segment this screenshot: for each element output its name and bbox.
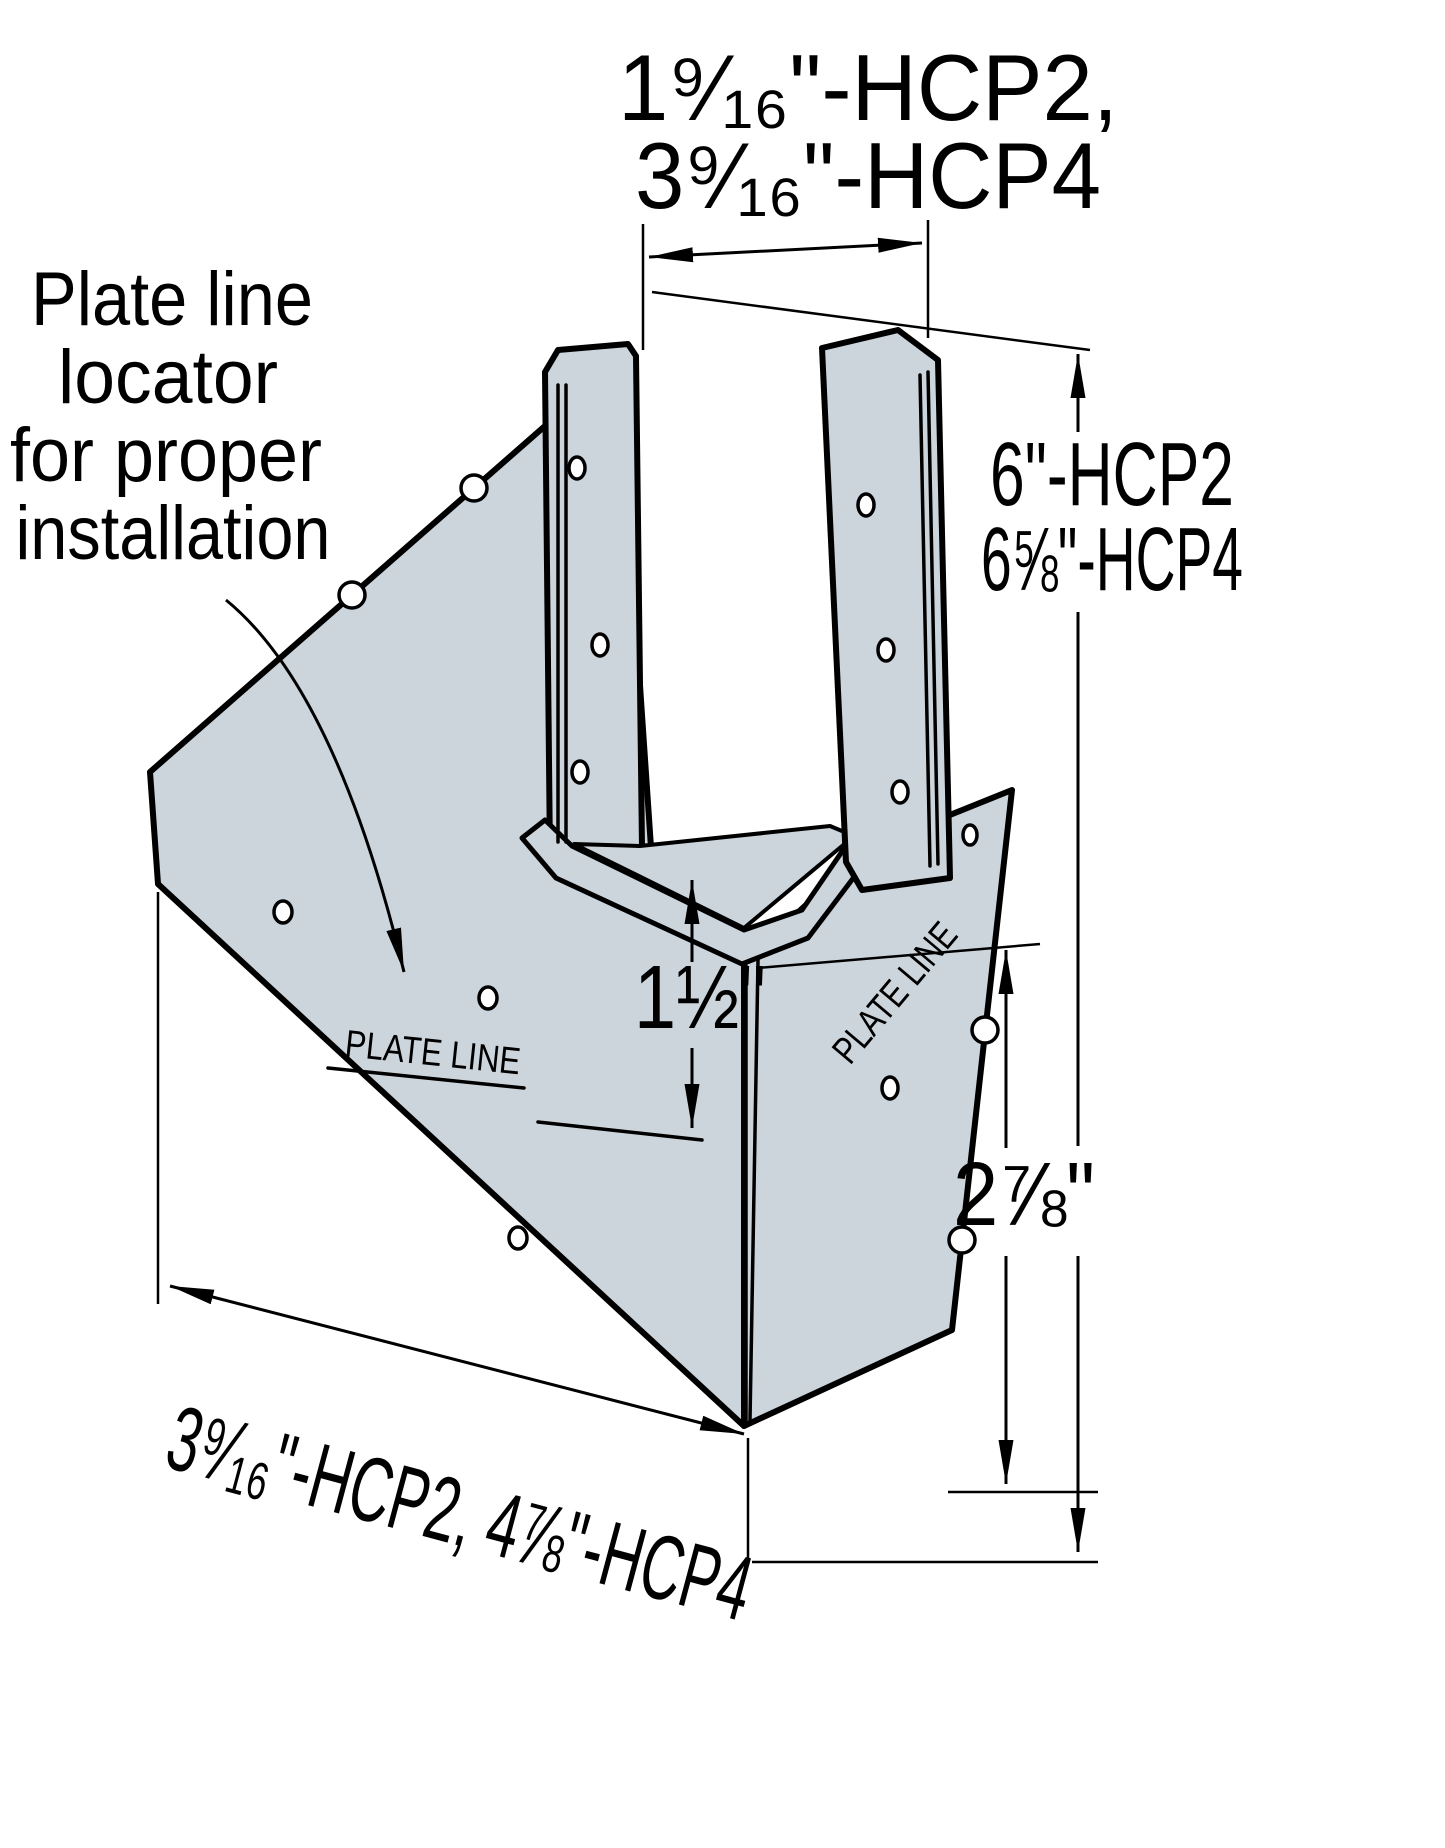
edge-notch bbox=[947, 1225, 977, 1255]
nail-hole bbox=[272, 899, 294, 925]
height-label-line2: 6⅝"-HCP4 bbox=[981, 510, 1243, 610]
right-strap bbox=[819, 327, 953, 893]
plate-line-mark-left bbox=[326, 1066, 526, 1090]
plate-line-mark-right bbox=[757, 942, 1041, 970]
nail-hole bbox=[856, 492, 876, 518]
seat-dimension-label: 1½" bbox=[634, 948, 766, 1048]
nail-hole bbox=[890, 779, 910, 805]
top-width-label-line1: 1⁹⁄₁₆"-HCP2, bbox=[618, 35, 1118, 140]
part-drawing bbox=[147, 327, 1041, 1429]
nail-hole bbox=[477, 985, 499, 1011]
seat-floor bbox=[572, 824, 856, 930]
plate-to-bottom-label: 2⅞" bbox=[953, 1145, 1095, 1245]
annotation-line4: installation bbox=[16, 491, 331, 576]
edge-notch bbox=[970, 1015, 1000, 1045]
annotation-line1: Plate line bbox=[31, 257, 313, 342]
nail-hole bbox=[507, 1225, 529, 1251]
nail-hole bbox=[567, 455, 587, 481]
crease-line bbox=[748, 958, 760, 1422]
top-width-dimension-arrow bbox=[648, 237, 923, 263]
height-label-line1: 6"-HCP2 bbox=[990, 425, 1234, 525]
annotation-line2: locator bbox=[58, 335, 278, 420]
height-extension-top bbox=[651, 290, 1091, 352]
dimension-lines bbox=[156, 220, 1098, 1564]
nail-hole bbox=[961, 823, 979, 847]
plate-line-mark-left bbox=[536, 1120, 704, 1142]
nail-hole bbox=[880, 1075, 900, 1101]
nail-hole bbox=[876, 637, 896, 663]
plate-line-leader-arrow bbox=[225, 598, 406, 973]
edge-notch bbox=[337, 580, 367, 610]
annotation-line3: for proper bbox=[10, 413, 322, 498]
bottom-width-dimension-arrow bbox=[169, 1284, 745, 1436]
nail-hole bbox=[590, 632, 610, 658]
right-strap-emboss-line bbox=[926, 370, 940, 866]
nail-hole bbox=[570, 759, 590, 785]
edge-notch bbox=[459, 473, 489, 503]
bottom-width-label: 3⁹⁄₁₆"-HCP2, 4⅞"-HCP4 bbox=[157, 1387, 763, 1641]
top-width-label-line2: 3⁹⁄₁₆"-HCP4 bbox=[635, 123, 1101, 228]
right-strap-emboss-line bbox=[918, 373, 932, 868]
